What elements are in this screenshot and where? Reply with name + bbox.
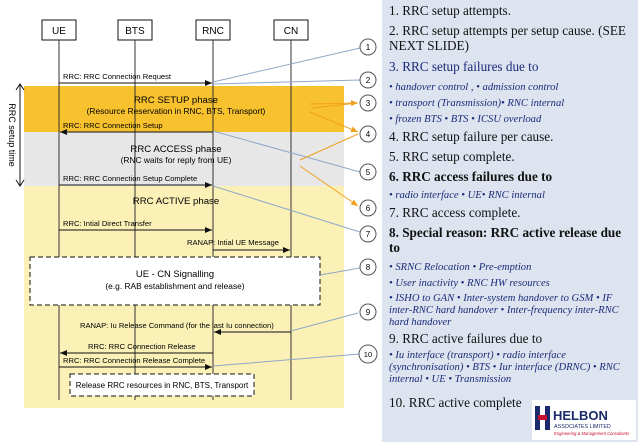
list-item-9: 9. RRC active failures due to [389,331,543,346]
msg-connection-request: RRC: RRC Connection Request [63,72,172,81]
entity-rnc: RNC [195,19,231,41]
list-item-1: 1. RRC setup attempts. [389,3,511,18]
logo-name: HELBON [553,408,608,423]
svg-text:2: 2 [366,76,371,85]
logo-sub: ASSOCIATES LIMITED [554,424,611,430]
list-item-2: 2. RRC setup attempts per setup cause. (… [389,23,626,53]
entity-rnc-label: RNC [202,26,224,37]
access-phase-subtitle: (RNC waits for reply from UE) [121,155,232,165]
msg-initial-ue-message: RANAP: Intial UE Message [187,238,279,247]
release-resources-box [69,373,255,397]
entity-bts-label: BTS [125,26,145,37]
msg-iu-release-command: RANAP: Iu Release Command (for the last … [80,321,274,330]
signalling-title: UE - CN Signalling [136,268,214,279]
entity-ue-label: UE [52,26,66,37]
setup-time-label: RRC setup time [7,103,17,167]
marker-5: 5 [359,163,377,181]
marker-1: 1 [359,38,377,56]
marker-7: 7 [359,225,377,243]
list-item-3c: • frozen BTS • BTS • ICSU overload [389,114,542,125]
helbon-logo: HELBON ASSOCIATES LIMITED Engineering & … [532,400,636,440]
active-phase-title: RRC ACTIVE phase [133,196,219,207]
counter-list-panel: 1. RRC setup attempts. 2. RRC setup atte… [382,0,638,442]
marker-connectors [212,47,361,367]
svg-text:7: 7 [366,230,371,239]
setup-phase-subtitle: (Resource Reservation in RNC, BTS, Trans… [87,106,266,116]
setup-phase-title: RRC SETUP phase [134,95,218,106]
marker-4: 4 [359,125,377,143]
entity-ue: UE [41,19,77,41]
call-flow-diagram: UE BTS RNC CN RRC setup time RRC: RRC Co… [7,19,378,408]
entity-bts: BTS [117,19,153,41]
msg-connection-release: RRC: RRC Connection Release [88,342,196,351]
marker-10: 10 [358,344,378,364]
access-phase-title: RRC ACCESS phase [130,144,221,155]
list-item-8: 8. Special reason: RRC active release du… [389,225,622,255]
marker-9: 9 [359,303,377,321]
list-item-8c: • ISHO to GAN • Inter-system handover to… [389,293,619,328]
list-item-9a: • Iu interface (transport) • radio inter… [389,350,620,385]
list-item-3a: • handover control , • admission control [389,82,559,93]
svg-text:6: 6 [366,204,371,213]
list-item-3: 3. RRC setup failures due to [389,59,539,74]
list-item-3b: • transport (Transmission)• RNC internal [389,98,565,109]
release-resources-label: Release RRC resources in RNC, BTS, Trans… [76,381,249,390]
entity-cn-label: CN [284,26,298,37]
svg-text:4: 4 [366,130,371,139]
list-item-10: 10. RRC active complete [389,395,522,410]
svg-text:10: 10 [364,350,372,359]
signalling-box [29,256,321,306]
list-item-7: 7. RRC access complete. [389,205,521,220]
svg-text:3: 3 [366,99,371,108]
list-item-8a: • SRNC Relocation • Pre-emption [389,262,532,273]
list-item-8b: • User inactivity • RNC HW resources [389,278,550,289]
list-item-4: 4. RRC setup failure per cause. [389,129,554,144]
entity-cn: CN [273,19,309,41]
marker-3: 3 [359,94,377,112]
logo-tagline: Engineering & Management Consultants [554,431,630,436]
msg-initial-direct-transfer: RRC: Intial Direct Transfer [63,219,152,228]
msg-setup-complete: RRC: RRC Connection Setup Complete [63,174,197,183]
marker-6: 6 [359,199,377,217]
msg-release-complete: RRC: RRC Connection Release Complete [63,356,205,365]
marker-8: 8 [359,258,377,276]
svg-text:5: 5 [366,168,371,177]
list-item-6: 6. RRC access failures due to [389,169,553,184]
svg-text:9: 9 [366,308,371,317]
svg-text:1: 1 [366,43,371,52]
msg-connection-setup: RRC: RRC Connection Setup [63,121,163,130]
list-item-6a: • radio interface • UE• RNC internal [389,190,545,201]
marker-2: 2 [359,71,377,89]
list-item-5: 5. RRC setup complete. [389,149,515,164]
svg-text:8: 8 [366,263,371,272]
signalling-subtitle: (e.g. RAB establishment and release) [105,281,244,291]
